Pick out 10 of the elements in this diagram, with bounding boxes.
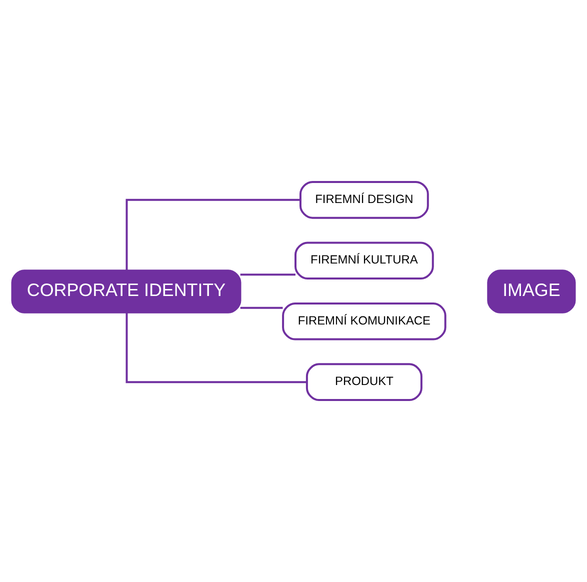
node-box: IMAGE <box>487 270 576 314</box>
node-box: FIREMNÍ KULTURA <box>294 242 434 280</box>
node-box: CORPORATE IDENTITY <box>11 270 242 314</box>
node-box: FIREMNÍ DESIGN <box>299 180 429 219</box>
connector <box>126 312 307 384</box>
connector <box>240 274 296 276</box>
connector <box>240 306 283 309</box>
connector <box>126 198 300 270</box>
node-box: FIREMNÍ KOMUNIKACE <box>282 302 446 340</box>
node-box: PRODUKT <box>306 363 422 402</box>
